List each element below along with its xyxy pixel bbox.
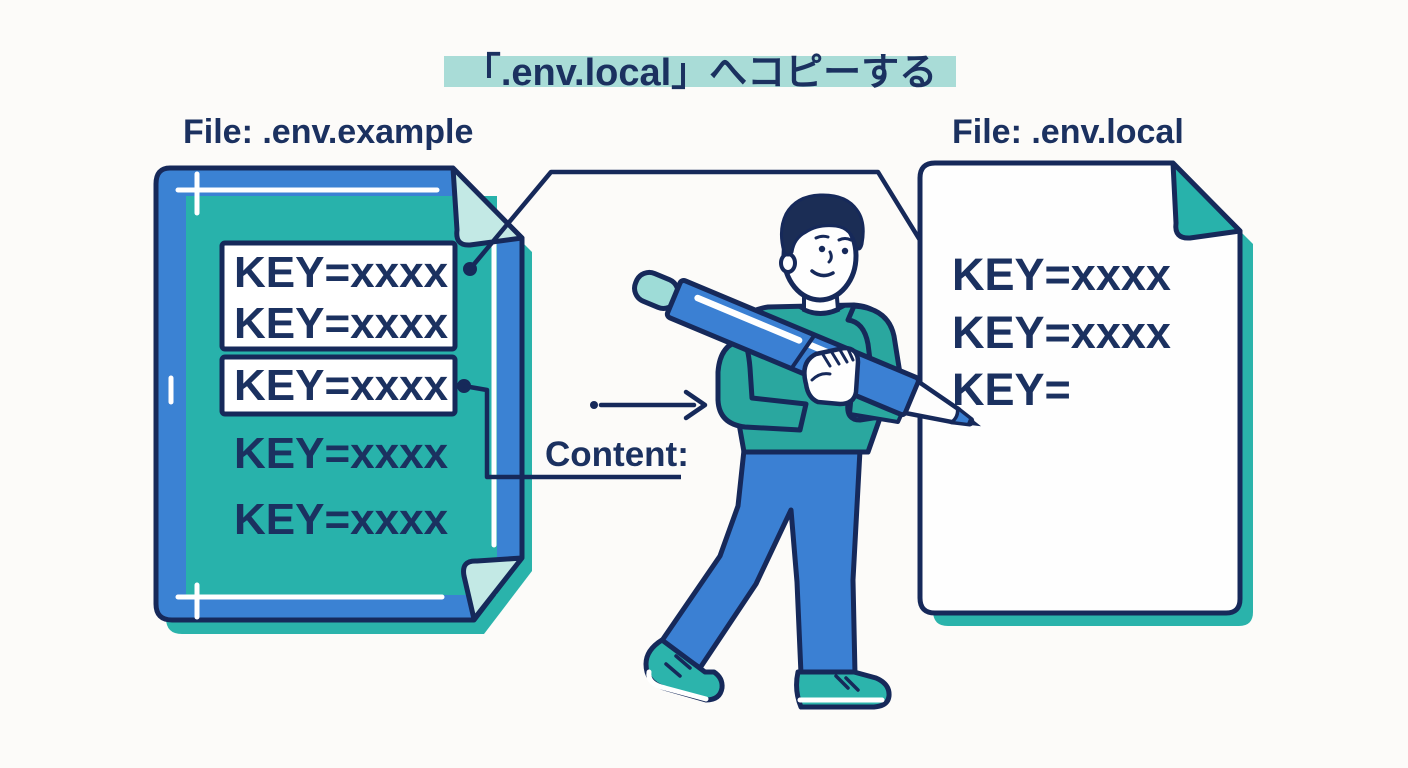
- pen-tip-point: [966, 417, 982, 427]
- person-shoe-left: [643, 637, 725, 703]
- left-key-line-4: KEY=xxxx: [234, 429, 449, 478]
- title-highlight: [444, 56, 956, 87]
- left-shoe-laces: [664, 654, 692, 678]
- person-hair: [779, 193, 865, 257]
- flow-arrow-head-icon: [683, 389, 708, 421]
- person-collar: [796, 304, 846, 315]
- content-label: Content:: [545, 435, 689, 474]
- folded-corner-top-right-icon: [450, 165, 525, 248]
- right-shoe-laces: [834, 674, 860, 692]
- page-title: 「.env.local」へコピーする: [463, 52, 937, 94]
- right-key-line-3: KEY=: [952, 364, 1071, 415]
- person-eye-right: [841, 247, 849, 255]
- flow-arrow-dot: [590, 401, 598, 409]
- hand-palm: [802, 345, 861, 407]
- left-key-line-5: KEY=xxxx: [234, 495, 449, 544]
- right-document-body: [917, 160, 1243, 616]
- copy-connector-line: [468, 169, 936, 271]
- right-document: KEY=xxxx KEY=xxxx KEY=: [917, 160, 1253, 626]
- left-document: KEY=xxxx KEY=xxxx KEY=xxxx KEY=xxxx KEY=…: [153, 165, 532, 634]
- content-connector-line: [463, 383, 681, 480]
- flow-arrow: [590, 389, 708, 421]
- pen-grip-line: [790, 334, 816, 369]
- key-box-1: [219, 240, 458, 352]
- folded-corner-bottom-right-icon: [461, 555, 525, 622]
- left-key-line-1: KEY=xxxx: [234, 248, 449, 297]
- right-key-line-1: KEY=xxxx: [952, 249, 1171, 300]
- person-eye-left: [818, 245, 826, 253]
- person: [632, 193, 982, 710]
- person-eyebrow-left: [814, 234, 830, 240]
- right-folded-corner-icon: [1170, 160, 1243, 241]
- trim-marks: [168, 171, 497, 620]
- right-key-line-2: KEY=xxxx: [952, 307, 1171, 358]
- person-hand: [802, 345, 861, 407]
- person-nose: [827, 250, 833, 264]
- right-file-label: File: .env.local: [952, 113, 1184, 151]
- left-key-line-2: KEY=xxxx: [234, 299, 449, 348]
- person-ear: [779, 252, 797, 274]
- hand-thumb: [810, 372, 832, 382]
- person-pants: [658, 447, 863, 677]
- hand-fingers: [820, 347, 855, 368]
- person-smile: [810, 269, 835, 278]
- person-eyebrow-right: [837, 237, 853, 242]
- left-file-label: File: .env.example: [183, 113, 473, 151]
- copy-connector: [463, 169, 940, 276]
- left-shoe-sole: [646, 669, 709, 702]
- left-key-line-3: KEY=xxxx: [234, 361, 449, 410]
- person-shoe-right: [794, 669, 892, 710]
- content-annotation: Content:: [457, 379, 689, 480]
- key-box-2: [219, 354, 458, 417]
